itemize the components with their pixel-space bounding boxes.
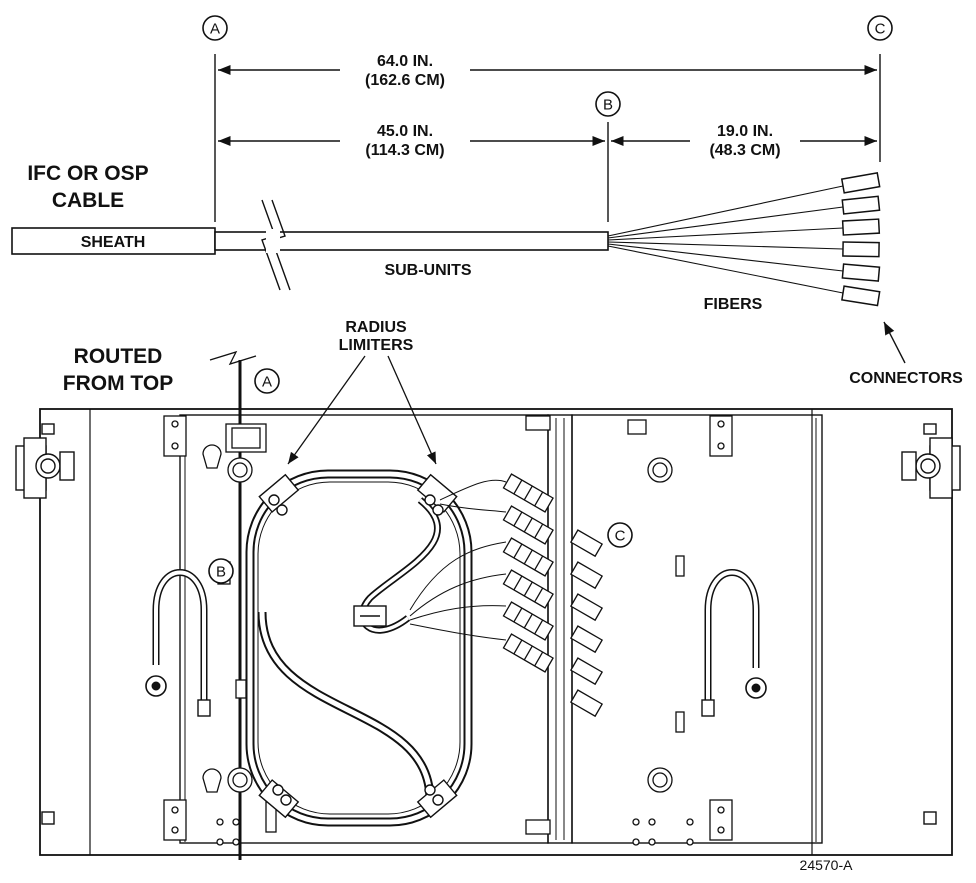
left-ground-cable (145, 569, 211, 717)
callout-c-top: C (867, 15, 893, 41)
svg-text:C: C (875, 21, 886, 38)
svg-text:B: B (603, 97, 613, 114)
panel-adapters (502, 473, 604, 718)
left-latch (15, 423, 75, 825)
sheath-label: SHEATH (81, 234, 146, 251)
radius-label-line1: RADIUS (345, 319, 407, 336)
radius-leader-right (387, 355, 437, 465)
dim-45-in: 45.0 IN. (377, 123, 433, 140)
right-bay-hardware (627, 415, 733, 846)
callout-b-panel: B (208, 558, 234, 584)
fibers-label: FIBERS (704, 296, 763, 313)
fiber-fanout (607, 185, 844, 294)
callout-b-top: B (595, 91, 621, 117)
dim-45-cm: (114.3 CM) (365, 142, 444, 159)
callout-a-top: A (202, 15, 228, 41)
svg-text:C: C (615, 528, 626, 545)
radius-label-line2: LIMITERS (339, 337, 414, 354)
connectors-leader (883, 321, 906, 364)
radius-leader-left (287, 355, 366, 465)
cable-label-line1: IFC OR OSP (27, 162, 148, 185)
figure-id: 24570-A (800, 857, 854, 873)
left-bay-hardware (163, 415, 551, 846)
callout-a-panel: A (254, 368, 280, 394)
right-latch (901, 423, 961, 825)
right-ground-cable (701, 569, 767, 717)
callout-c-panel: C (607, 522, 633, 548)
radius-limiters (258, 473, 458, 819)
sub-units-shape (214, 231, 609, 251)
routed-label-line1: ROUTED (74, 345, 163, 368)
break-symbol (261, 199, 291, 291)
cable-slack-loop (245, 469, 473, 827)
svg-text:A: A (210, 21, 220, 38)
svg-text:A: A (262, 374, 272, 391)
connectors-label: CONNECTORS (849, 370, 963, 387)
dim-overall-in: 64.0 IN. (377, 53, 433, 70)
panel-enclosure (39, 408, 953, 856)
dim-overall-cm: (162.6 CM) (365, 72, 445, 89)
routed-label-line2: FROM TOP (63, 372, 173, 395)
dim-19-cm: (48.3 CM) (709, 142, 780, 159)
cable-label-line2: CABLE (52, 189, 124, 212)
dim-19-in: 19.0 IN. (717, 123, 773, 140)
svg-text:B: B (216, 564, 226, 581)
sub-units-label: SUB-UNITS (384, 262, 471, 279)
fiber-connectors (840, 171, 881, 307)
panel-fibers (409, 479, 507, 641)
